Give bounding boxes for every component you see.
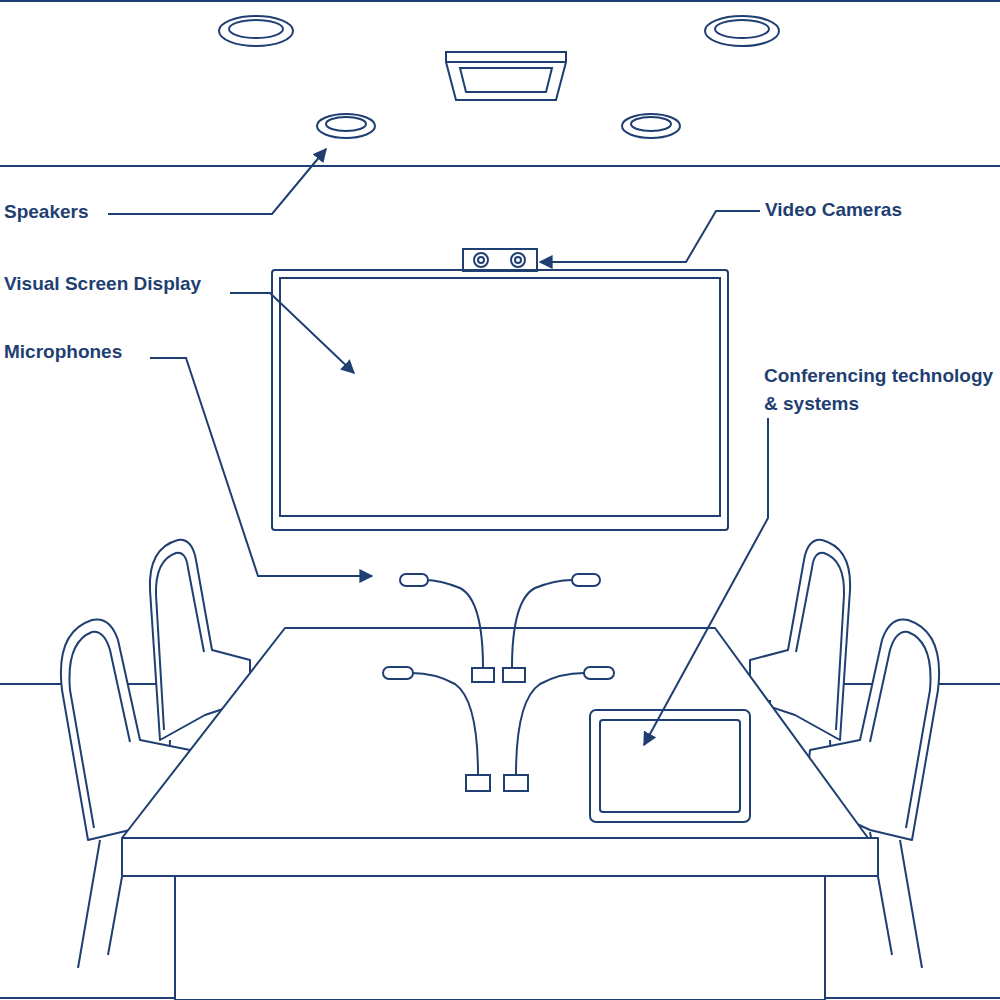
conferencing-tablet <box>590 710 750 822</box>
callout-label: Conferencing technology & systems <box>764 362 996 418</box>
leader-lines <box>108 149 768 745</box>
gooseneck-microphones <box>383 574 614 791</box>
callout-label: Microphones <box>4 338 122 366</box>
ceiling-speaker <box>219 16 779 138</box>
callout-label: Video Cameras <box>765 196 902 224</box>
screen-display <box>272 270 728 530</box>
callout-label: Speakers <box>4 198 89 226</box>
video-camera <box>463 249 537 271</box>
callout-label: Visual Screen Display <box>4 270 201 298</box>
